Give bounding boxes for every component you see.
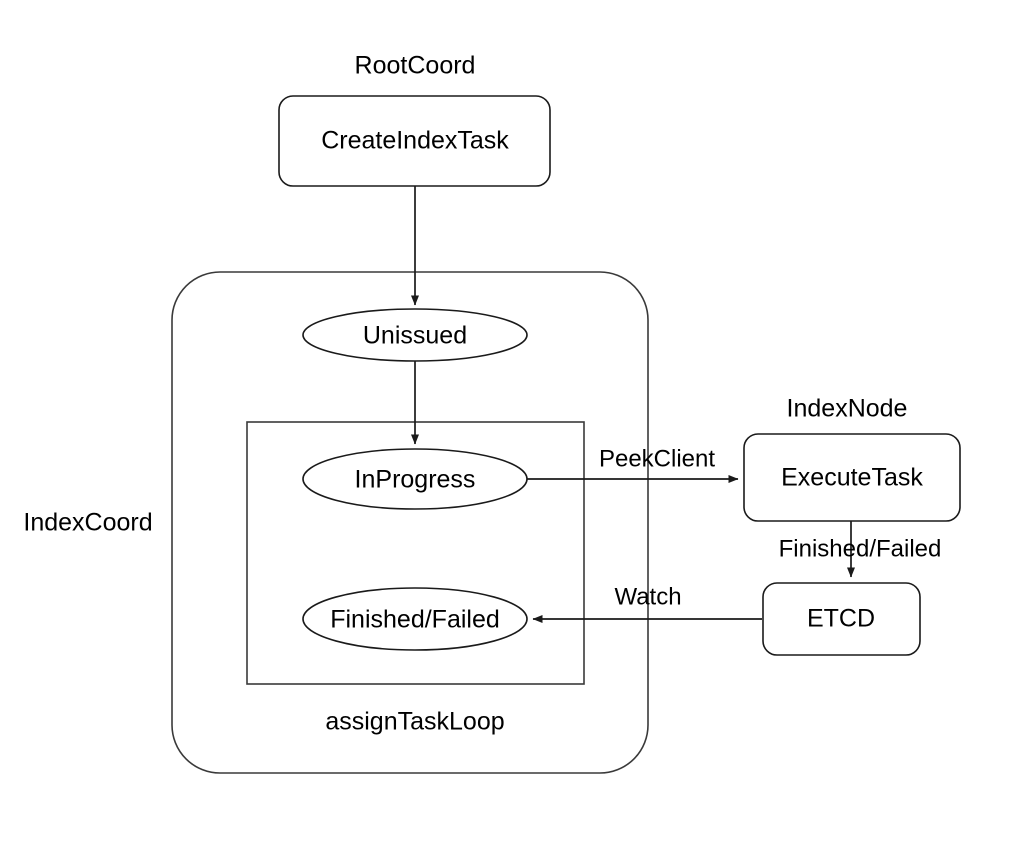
group-label-assigntaskloop: assignTaskLoop [325, 708, 504, 736]
group-container-indexcoord [171, 271, 649, 774]
group-label-indexnode: IndexNode [787, 395, 908, 423]
node-unissued[interactable] [302, 308, 528, 362]
node-label-inprogress: InProgress [355, 466, 476, 494]
node-label-finishedfailed: Finished/Failed [330, 606, 500, 634]
edge-label-peekclient: PeekClient [599, 445, 715, 472]
node-label-etcd: ETCD [807, 605, 875, 633]
node-finishedfailed[interactable] [302, 587, 528, 651]
edge-label-finished-failed: Finished/Failed [779, 535, 942, 562]
node-inprogress[interactable] [302, 448, 528, 510]
node-label-executetask: ExecuteTask [781, 464, 923, 492]
group-label-indexcoord: IndexCoord [23, 509, 152, 537]
node-etcd[interactable] [762, 582, 921, 656]
edge-label-watch: Watch [614, 583, 681, 610]
node-label-unissued: Unissued [363, 322, 467, 350]
node-createindextask[interactable] [278, 95, 551, 187]
node-executetask[interactable] [743, 433, 961, 522]
group-label-rootcoord: RootCoord [355, 52, 476, 80]
node-label-createindextask: CreateIndexTask [321, 127, 509, 155]
